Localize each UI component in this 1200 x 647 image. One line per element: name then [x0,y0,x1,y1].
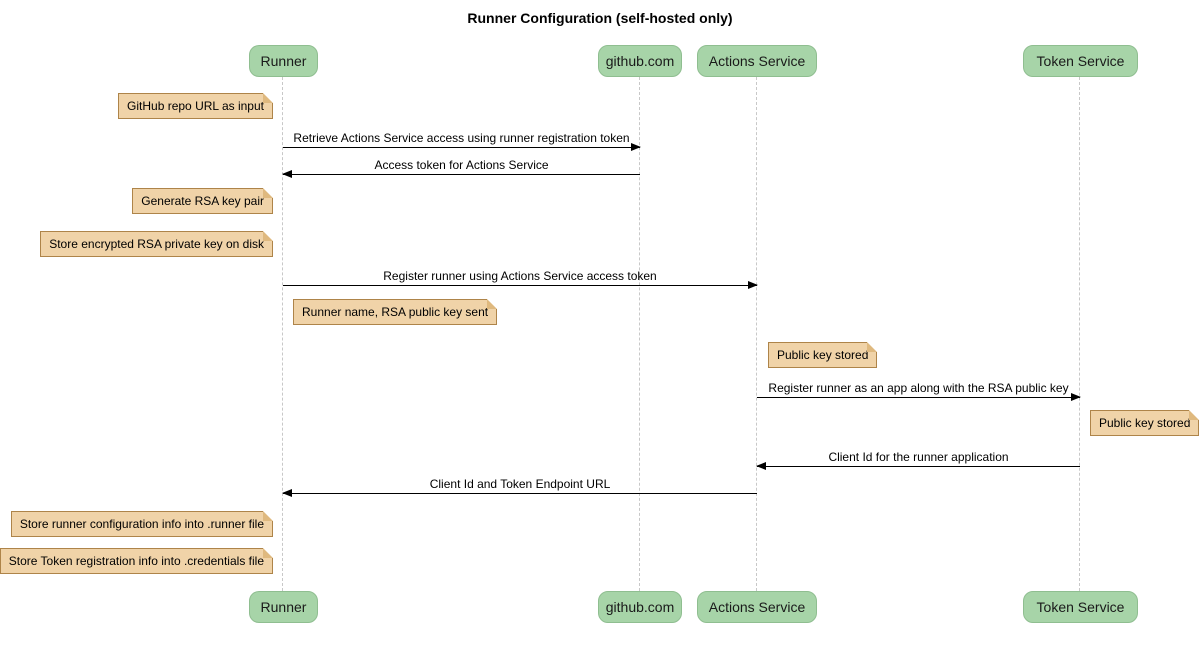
message-retrieve-access: Retrieve Actions Service access using ru… [283,131,641,151]
arrow-left-icon [756,462,1080,470]
lifeline-actions-service [756,77,757,591]
arrow-right-icon [283,143,641,151]
participant-token-service-bottom: Token Service [1023,591,1138,623]
arrow-left-icon [282,489,757,497]
message-label: Register runner using Actions Service ac… [383,269,657,283]
lifeline-runner [282,77,283,591]
note-public-key-stored-token: Public key stored [1090,410,1200,436]
participant-actions-service-top: Actions Service [697,45,817,77]
message-label: Client Id and Token Endpoint URL [429,477,611,491]
participant-github-bottom: github.com [598,591,682,623]
arrow-right-icon [757,393,1081,401]
participant-actions-service-bottom: Actions Service [697,591,817,623]
note-store-private-key: Store encrypted RSA private key on disk [40,231,273,257]
participant-runner-bottom: Runner [249,591,318,623]
message-label: Client Id for the runner application [828,450,1009,464]
diagram-title: Runner Configuration (self-hosted only) [467,10,733,26]
participant-github-top: github.com [598,45,682,77]
note-generate-rsa: Generate RSA key pair [132,188,273,214]
arrow-left-icon [282,170,640,178]
message-label: Register runner as an app along with the… [768,381,1069,395]
message-register-app: Register runner as an app along with the… [757,381,1081,401]
note-github-repo-url: GitHub repo URL as input [118,93,273,119]
participant-token-service-top: Token Service [1023,45,1138,77]
lifeline-token-service [1079,77,1080,591]
lifeline-github [639,77,640,591]
message-label: Retrieve Actions Service access using ru… [293,131,630,145]
note-store-runner-file: Store runner configuration info into .ru… [10,511,274,537]
note-store-credentials-file: Store Token registration info into .cred… [0,548,274,574]
message-label: Access token for Actions Service [374,158,549,172]
arrow-right-icon [283,281,758,289]
note-runner-name-sent: Runner name, RSA public key sent [293,299,498,325]
message-client-id: Client Id for the runner application [756,450,1080,470]
note-public-key-stored-actions: Public key stored [768,342,878,368]
message-register-runner: Register runner using Actions Service ac… [283,269,758,289]
message-client-id-endpoint: Client Id and Token Endpoint URL [282,477,757,497]
participant-runner-top: Runner [249,45,318,77]
message-access-token: Access token for Actions Service [282,158,640,178]
